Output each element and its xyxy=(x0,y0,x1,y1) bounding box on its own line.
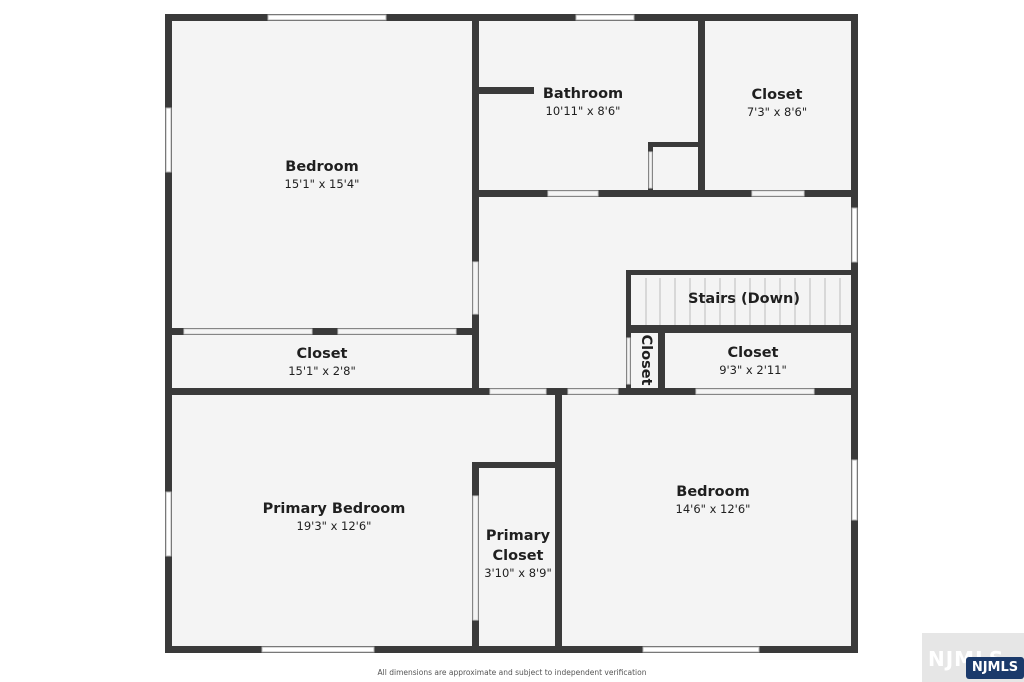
doorway xyxy=(183,328,313,335)
closet-ne-name: Closet xyxy=(752,87,803,103)
bedroom-se-dimensions: 14'6" x 12'6" xyxy=(676,502,751,516)
closet-w-dimensions: 15'1" x 2'8" xyxy=(288,364,356,378)
closet-small-name: Closet xyxy=(638,335,654,386)
doorway xyxy=(472,495,479,621)
closet-e-dimensions: 9'3" x 2'11" xyxy=(719,363,787,377)
watermark: NJMLS NJMLS xyxy=(922,633,1024,682)
stairs-label: Stairs (Down) xyxy=(688,291,800,307)
closet-w-name: Closet xyxy=(297,346,348,362)
bedroom-nw-name: Bedroom xyxy=(285,159,358,175)
doorway xyxy=(337,328,457,335)
njmls-logo: NJMLS xyxy=(966,657,1024,679)
window xyxy=(851,459,858,521)
bathroom-dimensions: 10'11" x 8'6" xyxy=(546,104,621,118)
closet-e-name: Closet xyxy=(728,345,779,361)
doorway xyxy=(751,190,805,197)
doorway xyxy=(547,190,599,197)
closet-ne-dimensions: 7'3" x 8'6" xyxy=(747,105,807,119)
doorway xyxy=(695,388,815,395)
window xyxy=(851,207,858,263)
window xyxy=(267,14,387,21)
primary-bedroom-name: Primary Bedroom xyxy=(263,501,406,517)
windows xyxy=(165,14,858,653)
window xyxy=(575,14,635,21)
doorway xyxy=(567,388,619,395)
bathroom-name: Bathroom xyxy=(543,86,623,102)
doorway xyxy=(472,261,479,315)
doorway xyxy=(489,388,547,395)
disclaimer-note: All dimensions are approximate and subje… xyxy=(377,668,647,677)
window xyxy=(261,646,375,653)
bedroom-se-name: Bedroom xyxy=(676,484,749,500)
window xyxy=(165,107,172,173)
doorway xyxy=(626,337,631,385)
stair-treads xyxy=(645,278,841,325)
primary-bedroom-dimensions: 19'3" x 12'6" xyxy=(297,519,372,533)
bedroom-nw-dimensions: 15'1" x 15'4" xyxy=(285,177,360,191)
window xyxy=(165,491,172,557)
door-openings xyxy=(183,151,815,621)
doorway xyxy=(648,151,653,189)
primary-closet-dimensions: 3'10" x 8'9" xyxy=(484,566,552,580)
primary-closet-name-line1: Primary xyxy=(486,528,551,544)
primary-closet-name-line2: Closet xyxy=(493,548,544,564)
window xyxy=(642,646,760,653)
